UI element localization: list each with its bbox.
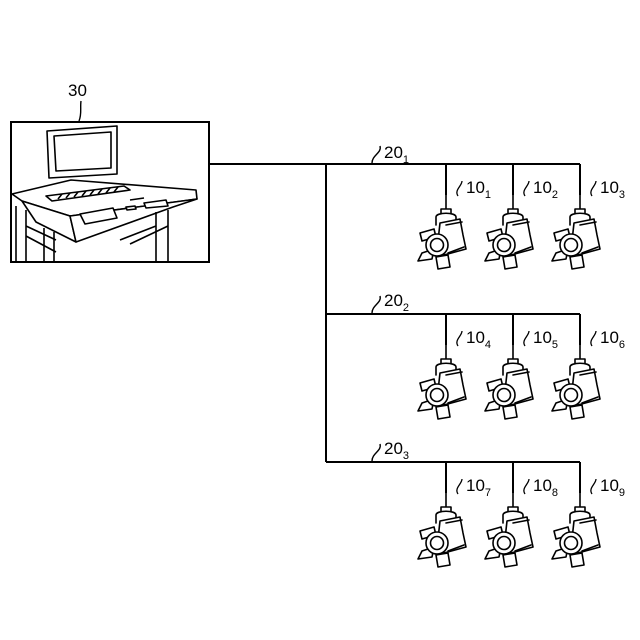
fixture-9-base: 10 [600,476,619,495]
fixture-6-base: 10 [600,328,619,347]
svg-text:106: 106 [600,328,625,351]
fixture-8-base: 10 [533,476,552,495]
fixture-3: 103 [552,178,625,269]
svg-text:105: 105 [533,328,558,351]
fixture-2: 102 [485,178,558,269]
fixture-5-base: 10 [533,328,552,347]
fixture-7-base: 10 [466,476,485,495]
fixture-row-1: 101 102 103 [418,178,625,269]
bus-label-3-sub: 3 [403,450,409,462]
spotlight-icon [418,493,466,567]
spotlight-icon [485,345,533,419]
bus-label-1: 201 [372,143,409,166]
spotlight-icon [485,195,533,269]
console-label: 30 [68,81,87,121]
fixture-5: 105 [485,328,558,419]
svg-text:107: 107 [466,476,491,499]
bus-label-2-sub: 2 [403,302,409,314]
svg-text:104: 104 [466,328,491,351]
fixture-3-sub: 3 [619,189,625,201]
fixture-7-sub: 7 [485,487,491,499]
fixture-7: 107 [418,476,491,567]
bus-label-2-base: 20 [384,291,403,310]
bus-label-1-sub: 1 [403,154,409,166]
fixture-5-sub: 5 [552,339,558,351]
svg-text:201: 201 [384,143,409,166]
svg-text:109: 109 [600,476,625,499]
spotlight-icon [418,195,466,269]
spotlight-icon [552,195,600,269]
fixture-8: 108 [485,476,558,567]
fixture-row-2: 104 105 106 [418,328,625,419]
lighting-console: 30 [11,81,209,262]
bus-label-1-leader [372,146,380,163]
bus-label-1-base: 20 [384,143,403,162]
fixture-9: 109 [552,476,625,567]
bus-label-3: 203 [372,439,409,462]
svg-text:203: 203 [384,439,409,462]
bus-label-3-base: 20 [384,439,403,458]
fixture-3-base: 10 [600,178,619,197]
svg-text:202: 202 [384,291,409,314]
fixture-4-base: 10 [466,328,485,347]
svg-text:108: 108 [533,476,558,499]
bus-label-3-leader [372,444,380,461]
fixture-1-sub: 1 [485,189,491,201]
fixture-2-sub: 2 [552,189,558,201]
fixture-1-base: 10 [466,178,485,197]
fixture-8-sub: 8 [552,487,558,499]
console-leader-line [79,101,81,121]
spotlight-icon [485,493,533,567]
fixture-2-base: 10 [533,178,552,197]
svg-text:102: 102 [533,178,558,201]
svg-text:101: 101 [466,178,491,201]
spotlight-icon [552,493,600,567]
fixture-6-sub: 6 [619,339,625,351]
spotlight-icon [418,345,466,419]
fixture-row-3: 107 108 109 [418,476,625,567]
bus-label-2-leader [372,296,380,313]
bus-label-2: 202 [372,291,409,314]
fixture-1: 101 [418,178,491,269]
svg-text:103: 103 [600,178,625,201]
spotlight-icon [552,345,600,419]
fixture-9-sub: 9 [619,487,625,499]
fixture-4-sub: 4 [485,339,491,351]
console-label-text: 30 [68,81,87,100]
fixture-4: 104 [418,328,491,419]
fixture-6: 106 [552,328,625,419]
